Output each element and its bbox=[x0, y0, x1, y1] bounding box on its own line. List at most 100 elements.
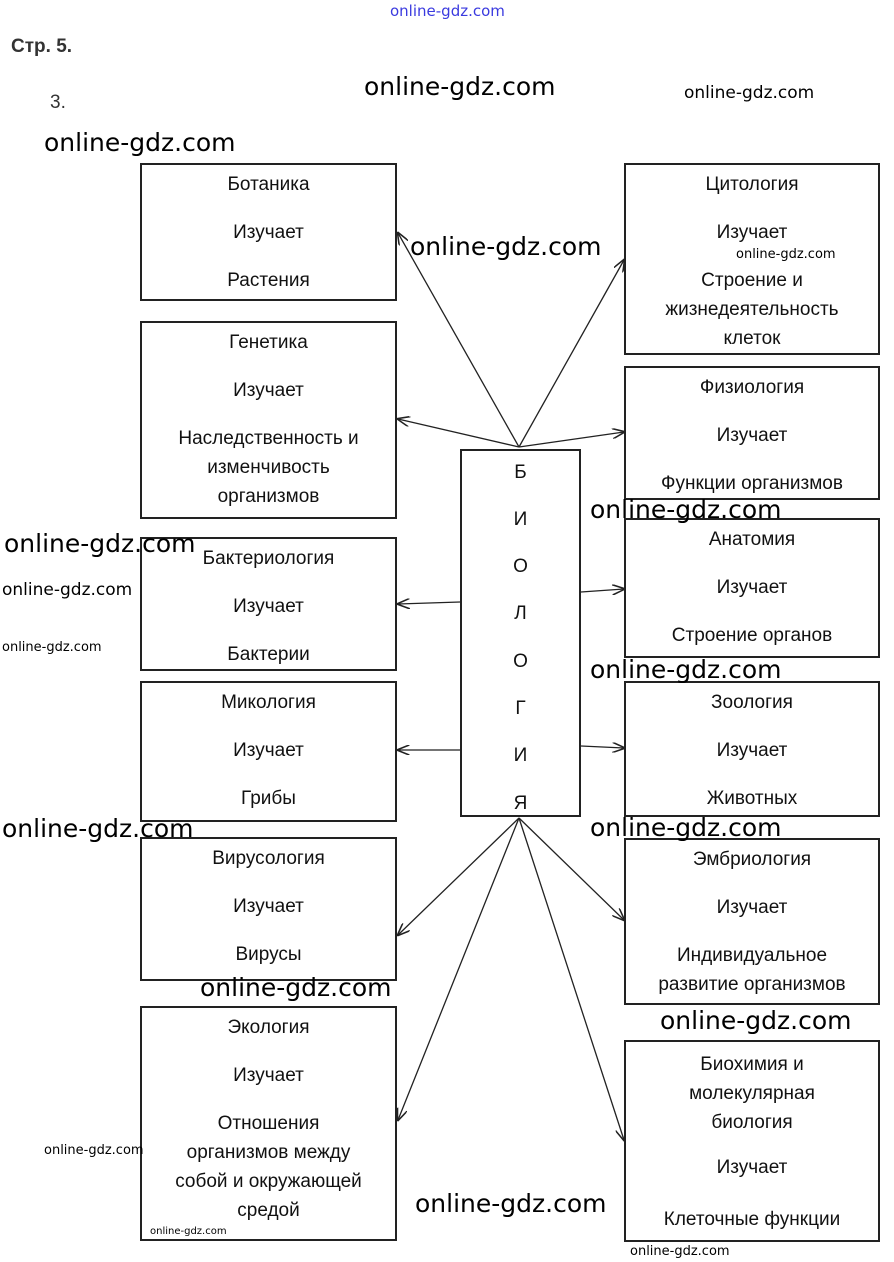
box-desc: развитие организмов bbox=[658, 974, 846, 995]
box-studies: Изучает bbox=[716, 425, 788, 446]
box-desc: Грибы bbox=[241, 788, 296, 809]
arrow-bacteriology bbox=[398, 602, 461, 604]
box-title: биология bbox=[711, 1112, 793, 1133]
watermark: online-gdz.com bbox=[2, 580, 133, 600]
box-desc: жизнедеятельность bbox=[665, 299, 839, 320]
box-embryology: Эмбриология Изучает Индивидуальное разви… bbox=[624, 838, 880, 1005]
box-bacteriology: Бактериология Изучает Бактерии bbox=[140, 537, 397, 671]
watermark: online-gdz.com bbox=[44, 1143, 144, 1158]
page-number: Стр. 5. bbox=[11, 36, 73, 57]
box-cytology: Цитология Изучает Строение и жизнедеятел… bbox=[624, 163, 880, 355]
box-desc: изменчивость bbox=[207, 457, 330, 478]
box-genetics: Генетика Изучает Наследственность и изме… bbox=[140, 321, 397, 519]
arrow-ecology bbox=[398, 817, 520, 1120]
box-ecology: Экология Изучает Отношения организмов ме… bbox=[140, 1006, 397, 1241]
box-studies: Изучает bbox=[716, 222, 788, 243]
arrow-anatomy bbox=[580, 589, 624, 592]
watermark: online-gdz.com bbox=[590, 495, 782, 524]
box-title: Цитология bbox=[705, 174, 799, 195]
watermark: online-gdz.com bbox=[630, 1244, 730, 1259]
center-letter: О bbox=[513, 651, 528, 672]
top-logo: online-gdz.com bbox=[390, 2, 505, 20]
task-number: 3. bbox=[50, 92, 66, 113]
watermark: online-gdz.com bbox=[415, 1189, 607, 1218]
center-letter: Б bbox=[514, 462, 527, 483]
center-letter: Г bbox=[515, 698, 526, 719]
box-biochemistry: Биохимия и молекулярная биология Изучает… bbox=[624, 1040, 880, 1242]
box-desc: организмов между bbox=[186, 1142, 351, 1163]
box-desc: Отношения bbox=[217, 1113, 320, 1134]
box-desc: Индивидуальное bbox=[676, 945, 828, 966]
box-studies: Изучает bbox=[716, 577, 788, 598]
box-title: Эмбриология bbox=[692, 849, 812, 870]
box-anatomy: Анатомия Изучает Строение органов bbox=[624, 518, 880, 658]
watermark: online-gdz.com bbox=[590, 813, 782, 842]
center-letter: И bbox=[513, 745, 528, 766]
box-studies: Изучает bbox=[233, 1065, 304, 1086]
box-studies: Изучает bbox=[716, 740, 788, 761]
box-desc: Функции организмов bbox=[661, 473, 843, 494]
box-desc: организмов bbox=[217, 486, 320, 507]
box-desc: Строение и bbox=[701, 270, 803, 291]
arrow-zoology bbox=[580, 746, 624, 748]
box-desc: Растения bbox=[227, 270, 310, 291]
watermark: online-gdz.com bbox=[4, 529, 196, 558]
box-desc: собой и окружающей bbox=[175, 1171, 362, 1192]
box-title: Ботаника bbox=[227, 174, 310, 195]
box-title: Вирусология bbox=[212, 848, 325, 869]
arrow-biochemistry bbox=[518, 817, 624, 1140]
box-title: Бактериология bbox=[202, 548, 335, 569]
watermark: online-gdz.com bbox=[684, 83, 815, 103]
box-title: Биохимия и bbox=[700, 1054, 804, 1075]
box-desc: клеток bbox=[723, 328, 781, 349]
arrow-genetics bbox=[398, 419, 520, 448]
box-desc: Наследственность и bbox=[178, 428, 359, 449]
box-title: Генетика bbox=[229, 332, 308, 353]
watermark: online-gdz.com bbox=[736, 247, 836, 262]
box-desc: Животных bbox=[706, 788, 798, 809]
box-studies: Изучает bbox=[233, 596, 304, 617]
box-desc: Бактерии bbox=[227, 644, 310, 665]
center-letter: Я bbox=[513, 793, 528, 814]
watermark: online-gdz.com bbox=[364, 72, 556, 101]
watermark: online-gdz.com bbox=[200, 973, 392, 1002]
box-botany: Ботаника Изучает Растения bbox=[140, 163, 397, 301]
center-letter: О bbox=[513, 556, 528, 577]
box-studies: Изучает bbox=[233, 222, 304, 243]
watermark: online-gdz.com bbox=[150, 1226, 227, 1237]
arrow-virology bbox=[398, 817, 520, 935]
box-studies: Изучает bbox=[233, 740, 304, 761]
box-desc: Вирусы bbox=[235, 944, 302, 965]
box-title: Физиология bbox=[699, 377, 805, 398]
arrow-embryology bbox=[518, 817, 624, 920]
watermark: online-gdz.com bbox=[660, 1006, 852, 1035]
box-studies: Изучает bbox=[716, 1157, 788, 1178]
center-letter: И bbox=[513, 509, 528, 530]
box-studies: Изучает bbox=[233, 380, 304, 401]
box-title: Анатомия bbox=[708, 529, 796, 550]
center-letter: Л bbox=[514, 603, 527, 624]
box-virology: Вирусология Изучает Вирусы bbox=[140, 837, 397, 981]
arrow-physiology bbox=[518, 432, 624, 448]
arrow-cytology bbox=[518, 260, 624, 448]
arrow-botany bbox=[398, 233, 520, 448]
box-studies: Изучает bbox=[233, 896, 304, 917]
box-desc: Строение органов bbox=[671, 625, 833, 646]
watermark: online-gdz.com bbox=[2, 640, 102, 655]
box-zoology: Зоология Изучает Животных bbox=[624, 681, 880, 817]
box-desc: средой bbox=[237, 1200, 300, 1221]
box-title: молекулярная bbox=[689, 1083, 815, 1104]
watermark: online-gdz.com bbox=[590, 655, 782, 684]
box-title: Зоология bbox=[711, 692, 793, 713]
box-physiology: Физиология Изучает Функции организмов bbox=[624, 366, 880, 500]
box-mycology: Микология Изучает Грибы bbox=[140, 681, 397, 822]
box-title: Экология bbox=[227, 1017, 310, 1038]
watermark: online-gdz.com bbox=[410, 232, 602, 261]
watermark: online-gdz.com bbox=[2, 814, 194, 843]
watermark: online-gdz.com bbox=[44, 128, 236, 157]
biology-box: Б И О Л О Г И Я bbox=[460, 449, 581, 817]
box-title: Микология bbox=[221, 692, 316, 713]
box-studies: Изучает bbox=[716, 897, 788, 918]
